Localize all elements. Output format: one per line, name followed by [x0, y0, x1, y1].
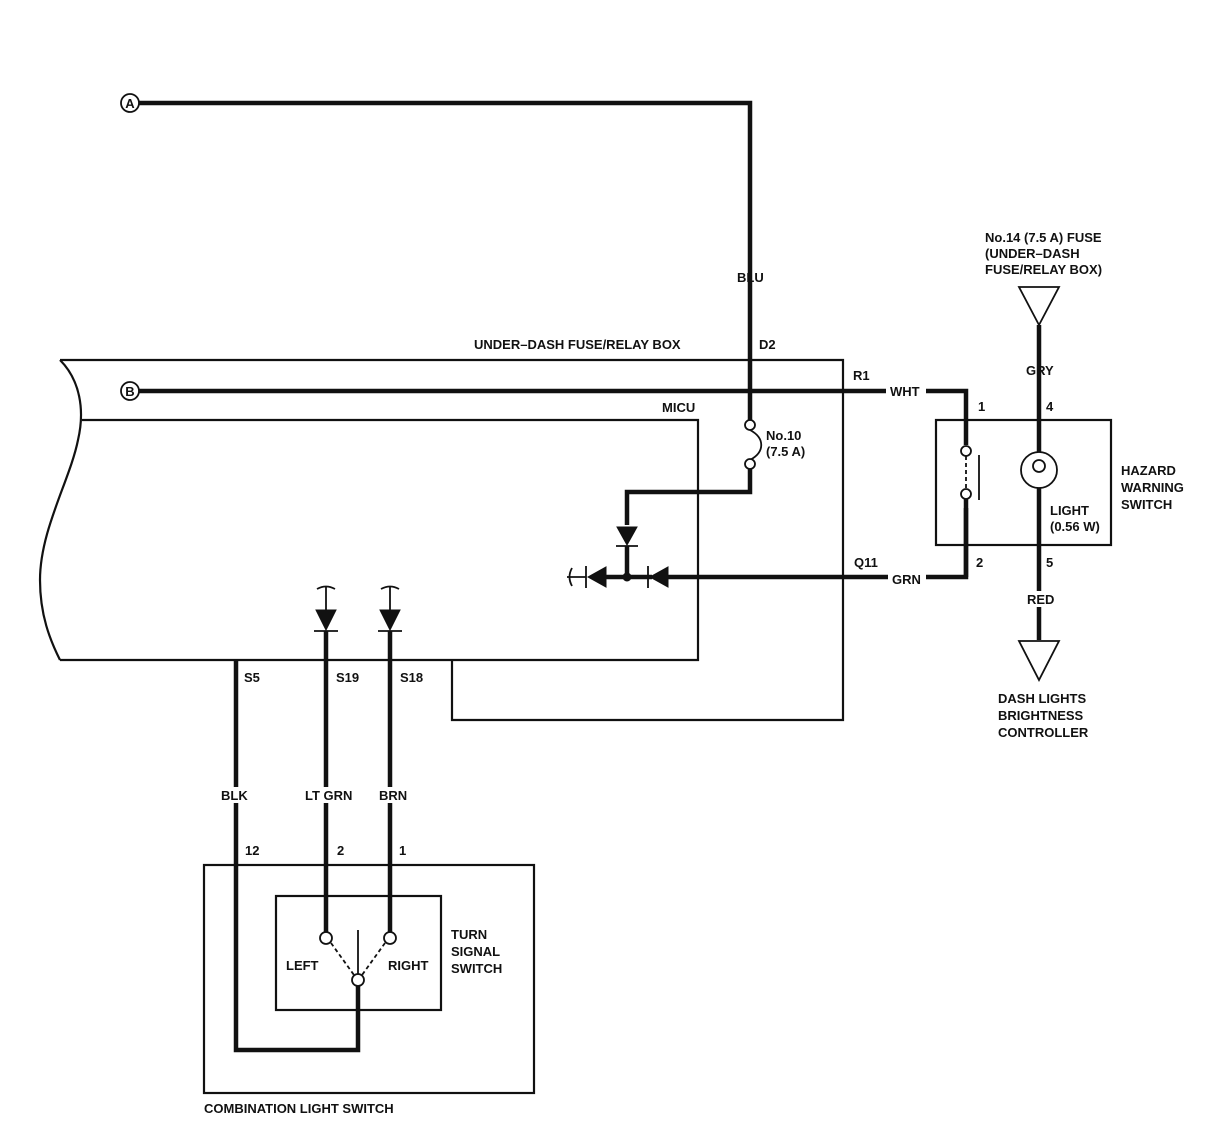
connector-b-label: B	[125, 384, 134, 399]
turn-right-label: RIGHT	[388, 958, 429, 973]
fuse-feed-wire	[624, 469, 753, 525]
hazard-pin-4: 4	[1046, 399, 1054, 414]
blu-wire-label: BLU	[737, 270, 764, 285]
turn-left-label: LEFT	[286, 958, 319, 973]
micu-box-outline	[60, 418, 700, 662]
turn-signal-name-line3: SWITCH	[451, 961, 502, 976]
dash-lights-line1: DASH LIGHTS	[998, 691, 1086, 706]
comb-pin-1: 1	[399, 843, 406, 858]
hazard-switch-name-line3: SWITCH	[1121, 497, 1172, 512]
fuse14-power-symbol	[1017, 286, 1061, 327]
red-wire-label: RED	[1027, 592, 1054, 607]
s18-diode	[378, 585, 402, 632]
under-dash-box-outline	[60, 358, 845, 722]
hazard-switch-name-line2: WARNING	[1121, 480, 1184, 495]
dash-lights-line2: BRIGHTNESS	[998, 708, 1084, 723]
turn-signal-switch-box	[274, 894, 443, 1012]
pin-s19-label: S19	[336, 670, 359, 685]
wht-wire	[139, 388, 969, 445]
pin-s5-label: S5	[244, 670, 260, 685]
lt-grn-wire-label: LT GRN	[305, 788, 352, 803]
dash-lights-line3: CONTROLLER	[998, 725, 1089, 740]
brn-wire-label: BRN	[379, 788, 407, 803]
combination-switch-box	[202, 863, 536, 1095]
hazard-switch-contacts	[960, 445, 980, 577]
under-dash-box-break-edge	[38, 359, 83, 661]
fuse14-line2: (UNDER–DASH	[985, 246, 1080, 261]
under-dash-box-title: UNDER–DASH FUSE/RELAY BOX	[474, 337, 681, 352]
connector-a-label: A	[125, 96, 135, 111]
pin-d2-label: D2	[759, 337, 776, 352]
hazard-switch-box	[934, 418, 1113, 547]
blk-wire	[233, 660, 361, 1053]
micu-diode-network	[567, 526, 669, 588]
pin-q11-label: Q11	[854, 555, 878, 570]
dash-lights-symbol	[1017, 640, 1061, 682]
blk-wire-label: BLK	[221, 788, 248, 803]
fuse-no10-label: No.10	[766, 428, 801, 443]
grn-wire	[668, 508, 969, 580]
light-rating: (0.56 W)	[1050, 519, 1100, 534]
turn-signal-name-line2: SIGNAL	[451, 944, 500, 959]
hazard-light-bulb	[1020, 451, 1058, 640]
micu-label: MICU	[662, 400, 695, 415]
gry-wire-label: GRY	[1026, 363, 1054, 378]
comb-pin-2: 2	[337, 843, 344, 858]
hazard-switch-name-line1: HAZARD	[1121, 463, 1176, 478]
pin-s18-label: S18	[400, 670, 423, 685]
turn-signal-name-line1: TURN	[451, 927, 487, 942]
pin-r1-label: R1	[853, 368, 870, 383]
hazard-pin-2: 2	[976, 555, 983, 570]
blu-wire	[139, 100, 753, 420]
fuse-no10-rating: (7.5 A)	[766, 444, 805, 459]
hazard-pin-1: 1	[978, 399, 985, 414]
fuse14-line3: FUSE/RELAY BOX)	[985, 262, 1102, 277]
turn-signal-contacts	[319, 930, 397, 987]
connector-b: B	[120, 381, 140, 401]
s19-diode	[314, 585, 338, 632]
wht-wire-label: WHT	[890, 384, 920, 399]
combination-switch-name: COMBINATION LIGHT SWITCH	[204, 1101, 394, 1116]
comb-pin-12: 12	[245, 843, 259, 858]
hazard-pin-5: 5	[1046, 555, 1053, 570]
fuse-no10	[744, 419, 763, 470]
grn-wire-label: GRN	[892, 572, 921, 587]
light-label: LIGHT	[1050, 503, 1089, 518]
fuse14-line1: No.14 (7.5 A) FUSE	[985, 230, 1102, 245]
connector-a: A	[120, 93, 140, 113]
